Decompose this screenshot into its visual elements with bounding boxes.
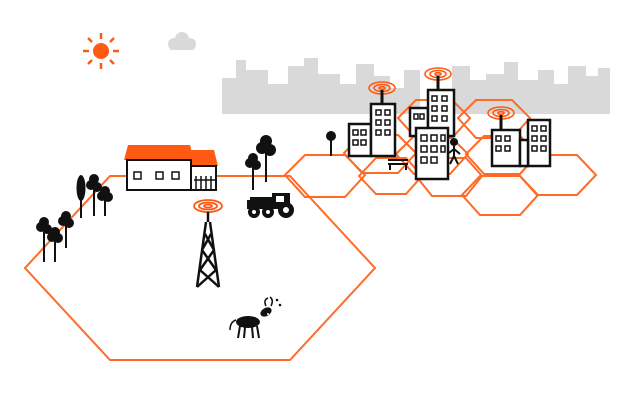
pedestrian-icon [448,138,461,165]
cloud-icon [168,32,196,50]
tree-icon [97,186,113,216]
cell-tower-icon [193,199,223,288]
office-building-icon [490,118,552,168]
tree-icon [256,135,276,182]
tree-icon [76,175,86,218]
antenna-icon [368,81,396,104]
farmhouse-icon [124,145,218,191]
office-building-icon [414,126,450,181]
tree-icon [47,227,63,262]
signal-waves-icon [193,199,223,213]
office-buildings [347,88,552,181]
office-building-icon [347,102,397,158]
cow-icon [229,296,282,339]
urban-small-cell [460,175,540,216]
urban-small-cell [283,154,367,198]
city-skyline [222,58,610,114]
antenna-icon [487,106,515,130]
sun-icon [83,33,119,69]
tree-icon [36,217,52,262]
rural-macro-cell [23,175,377,361]
tractor-icon [247,193,294,218]
tree-icon [326,131,336,156]
antennas [368,67,515,130]
tree-group-left [36,174,113,262]
tree-group-center [245,131,336,190]
bench-icon [388,159,408,170]
antenna-icon [424,67,452,90]
tree-icon [58,211,74,248]
tree-icon [86,174,102,216]
urban-small-cell [456,99,532,139]
tree-icon [245,153,261,190]
